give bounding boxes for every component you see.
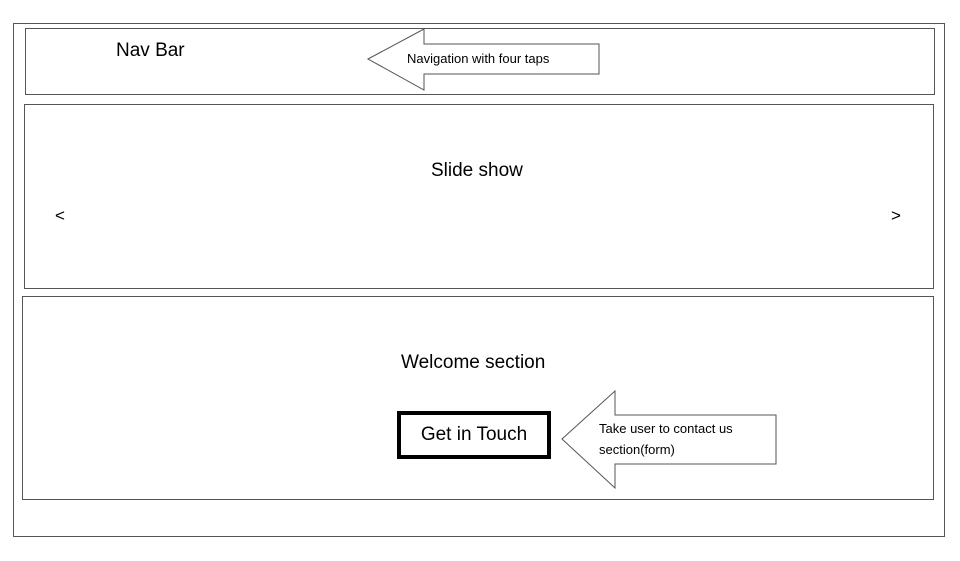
welcome-label: Welcome section (401, 352, 546, 373)
slideshow-label: Slide show (431, 160, 523, 181)
nav-callout-arrow (366, 28, 600, 91)
cta-callout-text: Take user to contact us section(form) (599, 418, 733, 460)
get-in-touch-button[interactable]: Get in Touch (397, 411, 551, 459)
cta-callout-arrow (561, 389, 777, 490)
slideshow-next-arrow[interactable]: > (891, 206, 901, 225)
cta-callout-line-2: section(form) (599, 442, 675, 457)
cta-callout-line-1: Take user to contact us (599, 421, 733, 436)
welcome-section (22, 296, 934, 500)
slideshow-prev-arrow[interactable]: < (55, 206, 65, 225)
nav-callout-text: Navigation with four taps (407, 51, 550, 66)
nav-bar-label: Nav Bar (116, 40, 185, 61)
slideshow-section (24, 104, 934, 289)
